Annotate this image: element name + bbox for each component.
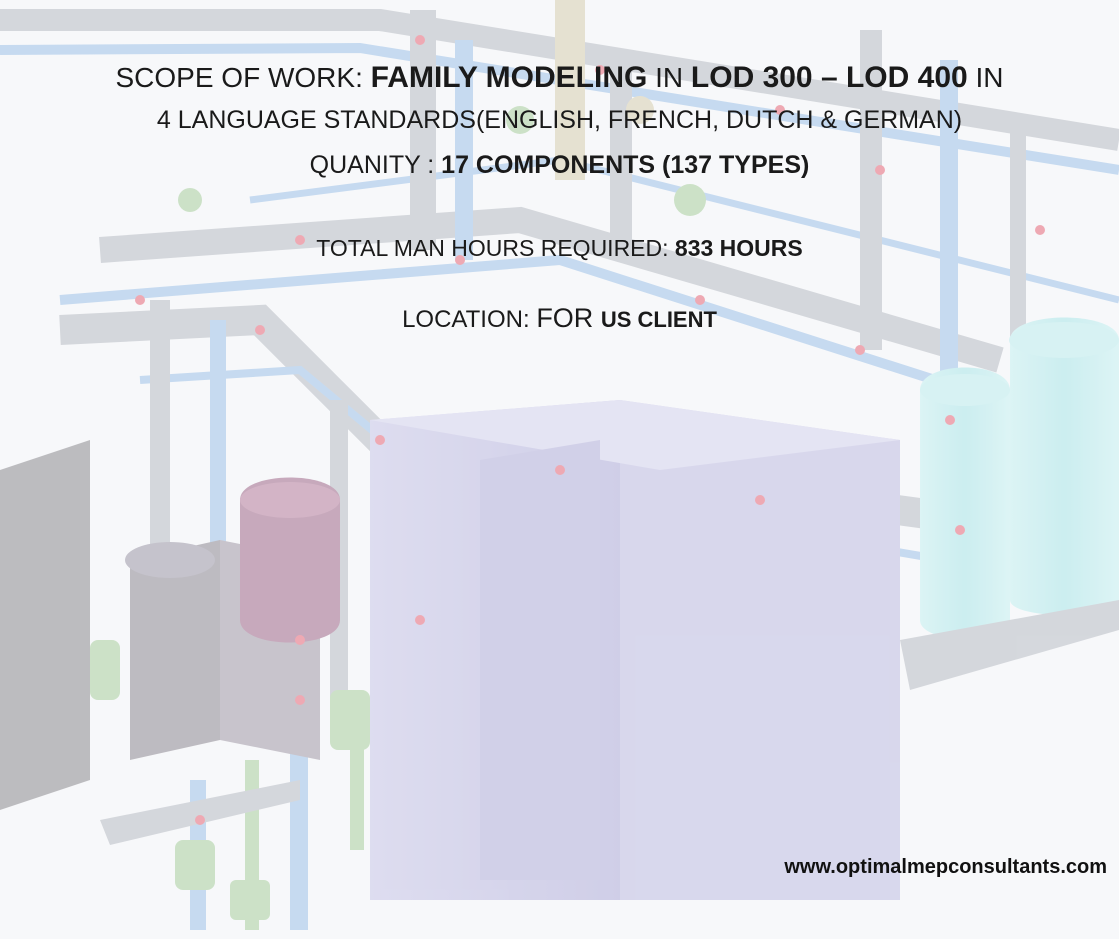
quantity-line: QUANITY : 17 COMPONENTS (137 TYPES): [0, 150, 1119, 180]
website-link[interactable]: www.optimalmepconsultants.com: [784, 856, 1107, 878]
scope-in-2: IN: [967, 62, 1004, 93]
man-hours-line: TOTAL MAN HOURS REQUIRED: 833 HOURS: [0, 235, 1119, 263]
quantity-value: 17 COMPONENTS (137 TYPES): [441, 151, 810, 179]
scope-of-work-line: SCOPE OF WORK: FAMILY MODELING IN LOD 30…: [0, 60, 1119, 96]
language-standards-line: 4 LANGUAGE STANDARDS(ENGLISH, FRENCH, DU…: [156, 106, 963, 134]
scope-lod-range: LOD 300 – LOD 400: [690, 61, 968, 94]
scope-in-1: IN: [647, 62, 691, 93]
location-value: US CLIENT: [600, 307, 717, 332]
quantity-label: QUANITY :: [309, 151, 442, 179]
man-hours-label: TOTAL MAN HOURS REQUIRED:: [316, 235, 675, 261]
location-label: LOCATION:: [402, 306, 537, 333]
scope-family-modeling: FAMILY MODELING: [370, 61, 648, 94]
location-for: FOR: [536, 303, 601, 333]
location-line: LOCATION: FOR US CLIENT: [0, 302, 1119, 335]
scope-label: SCOPE OF WORK:: [115, 62, 371, 93]
man-hours-value: 833 HOURS: [674, 235, 803, 261]
